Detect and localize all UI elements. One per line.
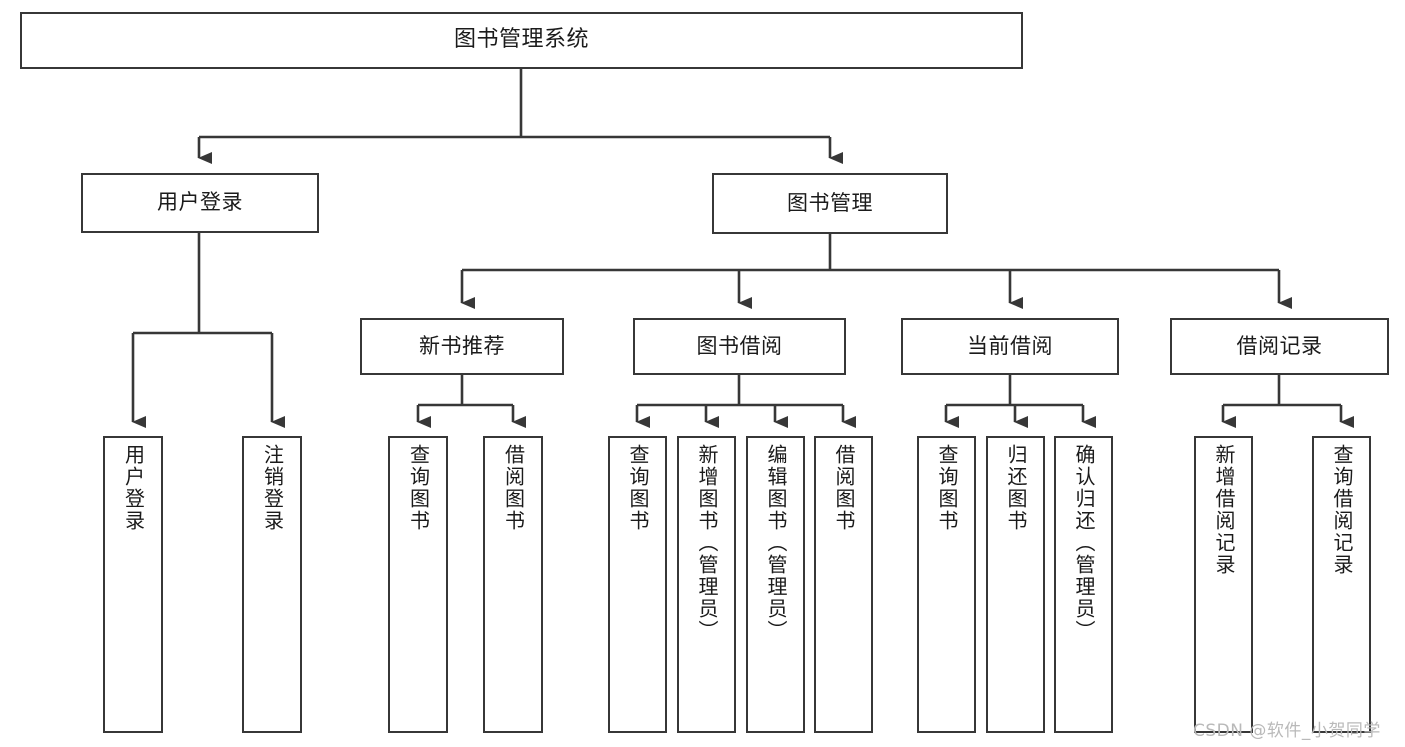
csdn-watermark: CSDN @软件_小贺同学 xyxy=(1193,721,1381,741)
node-label: 用户登录 xyxy=(121,444,146,532)
node-label: 借阅图书 xyxy=(832,444,856,532)
node-label: 用户登录 xyxy=(157,190,243,215)
node-label: 借阅记录 xyxy=(1236,333,1323,358)
node-label: 注销登录 xyxy=(260,444,285,532)
node-label: 查询图书 xyxy=(406,444,431,532)
leaf-user-login[interactable]: 用户登录 xyxy=(103,436,163,733)
leaf-user-logout[interactable]: 注销登录 xyxy=(242,436,302,733)
leaf-confirm-return-admin[interactable]: 确认归还（管理员） xyxy=(1054,436,1113,733)
node-root-book-management-system[interactable]: 图书管理系统 xyxy=(20,12,1023,69)
node-book-management[interactable]: 图书管理 xyxy=(712,173,948,234)
leaf-add-book-admin[interactable]: 新增图书（管理员） xyxy=(677,436,736,733)
leaf-edit-book-admin[interactable]: 编辑图书（管理员） xyxy=(746,436,805,733)
leaf-query-book-current[interactable]: 查询图书 xyxy=(917,436,976,733)
node-label: 图书管理 xyxy=(787,190,873,215)
node-book-borrow[interactable]: 图书借阅 xyxy=(633,318,846,375)
node-label: 图书借阅 xyxy=(696,333,783,358)
leaf-borrow-book-recommend[interactable]: 借阅图书 xyxy=(483,436,543,733)
leaf-query-borrow-record[interactable]: 查询借阅记录 xyxy=(1312,436,1371,733)
node-label: 当前借阅 xyxy=(967,333,1053,358)
node-new-book-recommend[interactable]: 新书推荐 xyxy=(360,318,564,375)
node-label: 查询图书 xyxy=(626,444,650,532)
node-label: 归还图书 xyxy=(1004,444,1028,532)
node-label: 查询借阅记录 xyxy=(1330,444,1354,576)
leaf-return-book[interactable]: 归还图书 xyxy=(986,436,1045,733)
node-label: 编辑图书（管理员） xyxy=(764,444,788,642)
node-current-borrow[interactable]: 当前借阅 xyxy=(901,318,1119,375)
node-label: 新书推荐 xyxy=(419,333,505,358)
node-user-login[interactable]: 用户登录 xyxy=(81,173,319,233)
node-label: 新增图书（管理员） xyxy=(695,444,719,642)
node-label: 借阅图书 xyxy=(501,444,526,532)
leaf-query-book-borrow[interactable]: 查询图书 xyxy=(608,436,667,733)
leaf-borrow-book[interactable]: 借阅图书 xyxy=(814,436,873,733)
node-label: 查询图书 xyxy=(935,444,959,532)
node-borrow-record[interactable]: 借阅记录 xyxy=(1170,318,1389,375)
leaf-add-borrow-record[interactable]: 新增借阅记录 xyxy=(1194,436,1253,733)
node-label: 新增借阅记录 xyxy=(1212,444,1236,576)
node-label: 图书管理系统 xyxy=(453,27,589,53)
node-label: 确认归还（管理员） xyxy=(1072,444,1096,642)
leaf-query-book-recommend[interactable]: 查询图书 xyxy=(388,436,448,733)
